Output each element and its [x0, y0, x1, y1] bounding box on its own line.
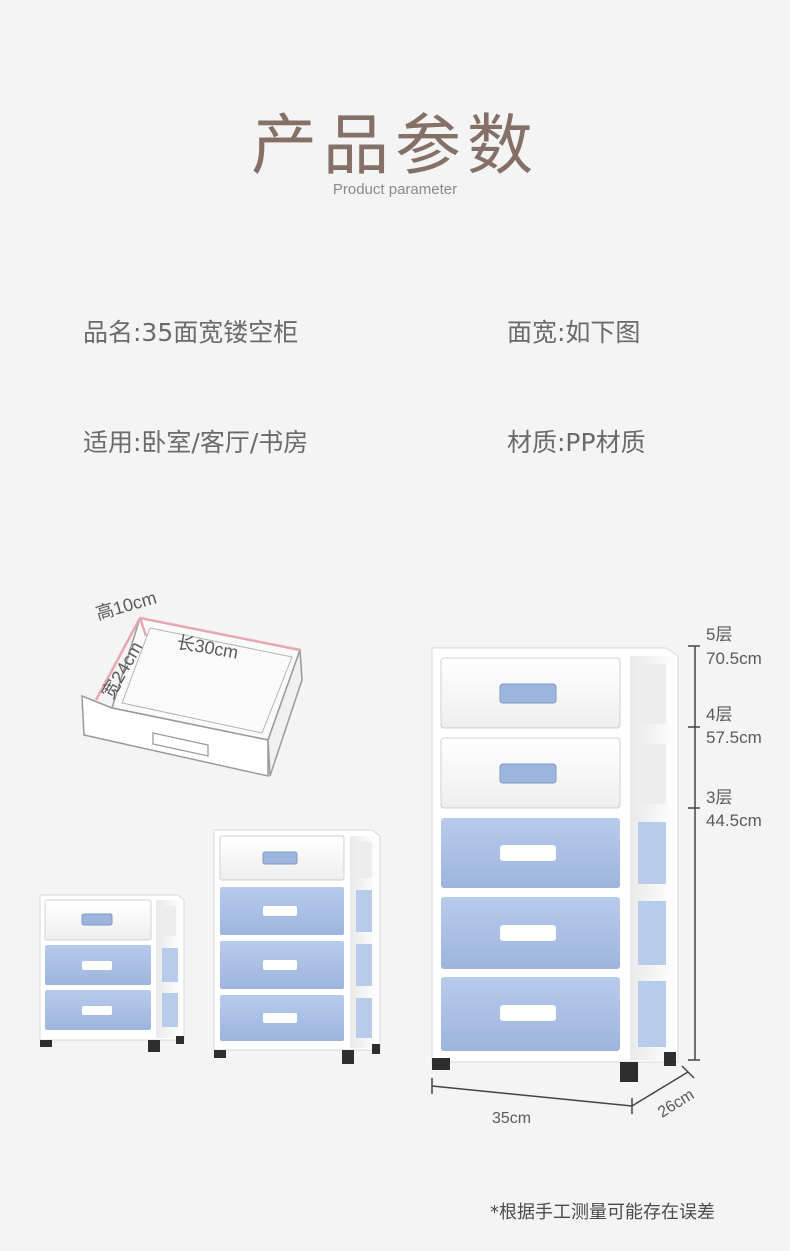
- page-subtitle: Product parameter: [332, 181, 458, 198]
- height-measure-line: [138, 617, 148, 637]
- footprint-indicator: 35cm 26cm: [431, 1065, 697, 1127]
- length-measure-line: [139, 616, 301, 652]
- page-title: 产品参数: [251, 107, 539, 184]
- tier5-height: 70.5cm: [706, 649, 762, 668]
- tier4-layers: 4层: [706, 705, 732, 724]
- tier3-height: 44.5cm: [706, 811, 762, 830]
- depth-label: 26cm: [655, 1086, 697, 1121]
- spec-width: 面宽:如下图: [507, 318, 641, 347]
- drawer-diagram: 高10cm 长30cm 宽24cm: [81, 588, 303, 777]
- width-measure-line: [94, 617, 142, 701]
- spec-usage: 适用:卧室/客厅/书房: [83, 428, 309, 457]
- tier5-layers: 5层: [706, 625, 732, 644]
- spec-product-name: 品名:35面宽镂空柜: [83, 318, 299, 347]
- tier3-layers: 3层: [706, 788, 732, 807]
- width-label: 35cm: [492, 1110, 531, 1127]
- drawer-height-label: 高10cm: [94, 588, 159, 624]
- tier4-height: 57.5cm: [706, 728, 762, 747]
- spec-material: 材质:PP材质: [507, 428, 646, 457]
- cabinet-5-tier: [431, 647, 679, 1082]
- measurement-footnote: *根据手工测量可能存在误差: [490, 1202, 715, 1223]
- cabinet-3-tier: [39, 894, 185, 1052]
- height-indicator: 5层 70.5cm 4层 57.5cm 3层 44.5cm: [688, 625, 762, 1061]
- cabinet-4-tier: [213, 829, 381, 1064]
